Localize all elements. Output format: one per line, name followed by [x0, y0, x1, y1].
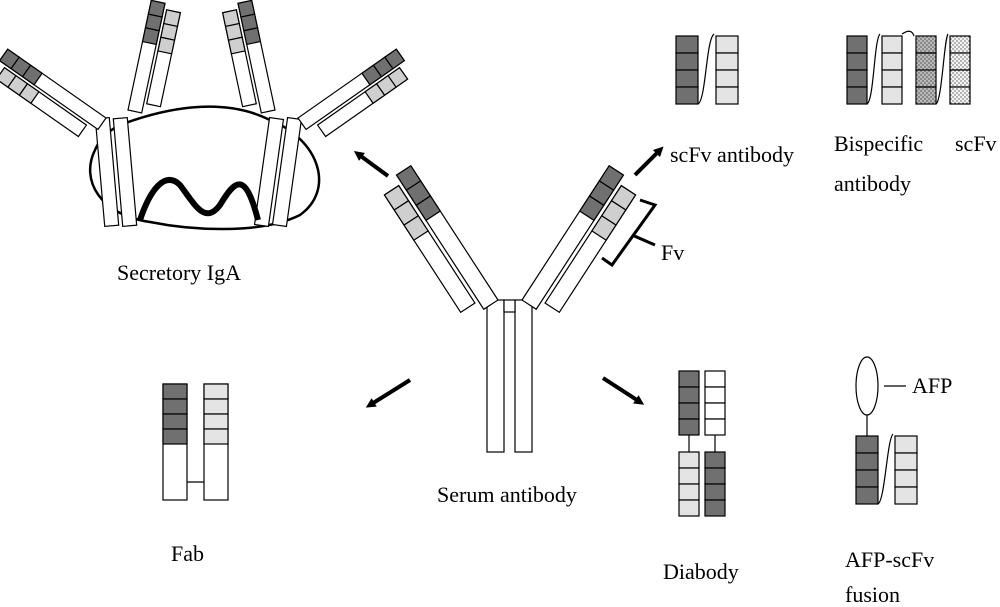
label-secretory-iga: Secretory IgA: [117, 260, 242, 285]
label-afp: AFP: [912, 373, 953, 398]
label-bispecific-antibody-word: antibody: [834, 171, 911, 196]
afp-scfv-fusion: [855, 356, 918, 505]
arrows: [353, 146, 664, 408]
diabody: [678, 370, 726, 517]
label-serum-antibody: Serum antibody: [437, 482, 577, 507]
secretory-iga: [0, 0, 409, 231]
label-diabody: Diabody: [663, 559, 739, 584]
label-afp-scfv: AFP-scFv: [845, 547, 935, 572]
scfv-antibody: [675, 33, 739, 105]
label-fab: Fab: [171, 541, 204, 566]
label-bispecific-word: Bispecific: [834, 131, 924, 156]
heavy-chain-stem-right: [514, 299, 533, 453]
bispecific-scfv: [846, 30, 971, 105]
label-bispecific-scfv-word: scFv: [955, 131, 997, 156]
fab-fragment: [162, 383, 229, 501]
label-fv: Fv: [661, 240, 685, 265]
arrow-to-iga: [353, 151, 390, 178]
label-fusion: fusion: [845, 582, 900, 607]
arrow-to-scfv: [633, 146, 664, 177]
afp-domain: [855, 356, 879, 416]
serum-antibody: [383, 164, 658, 453]
j-chain: [137, 176, 261, 221]
serum-right-arm: [521, 164, 637, 314]
arrow-to-diabody: [601, 376, 645, 405]
arrow-to-fab: [365, 378, 412, 408]
label-scfv-antibody: scFv antibody: [670, 142, 795, 167]
serum-left-arm: [383, 164, 499, 314]
heavy-chain-stem-left: [486, 299, 505, 453]
fv-bracket: [601, 198, 658, 268]
